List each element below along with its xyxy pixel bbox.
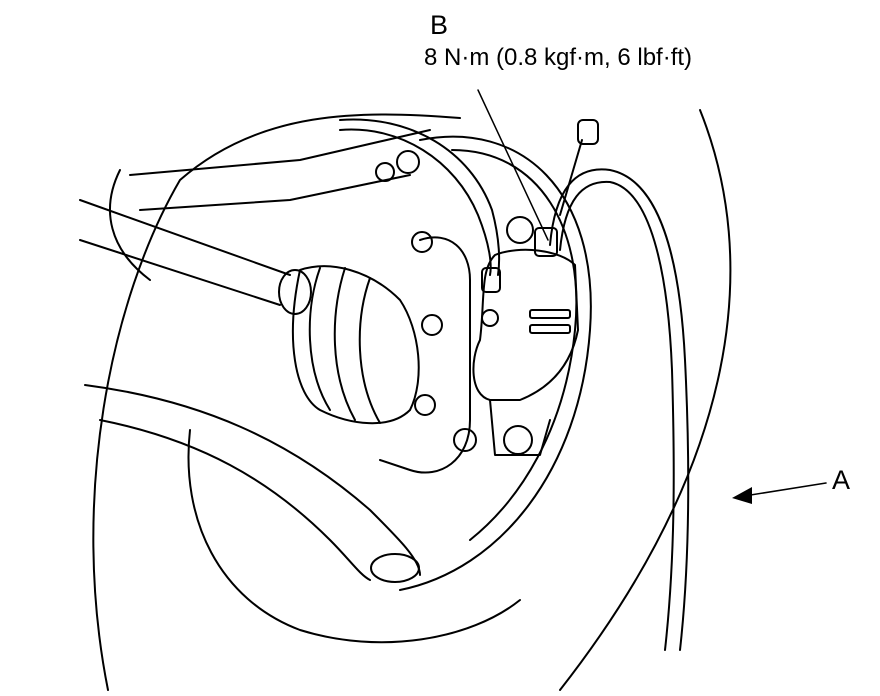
brake-hose-inner [339,118,501,276]
upper-bolt-2 [375,162,395,182]
tire-outer-outline [559,109,732,691]
callout-a-letter: A [832,465,851,495]
cv-boot [291,265,420,425]
shaft-end-cap [278,269,312,315]
bleeder-cap-line [559,139,583,216]
knuckle-body [379,236,471,474]
arrowhead-a [732,487,752,504]
cv-boot-rib-2 [333,267,356,421]
frame-left [109,169,151,281]
upper-bolt [396,150,420,174]
drive-shaft-bottom [79,239,281,306]
caliper-slot-1 [529,309,571,319]
knuckle-bolt-3 [414,394,436,416]
knuckle-bolt-4 [453,428,477,452]
hose-fitting [481,267,501,293]
ball-joint [370,553,420,583]
leader-b [477,89,549,241]
caliper-slot-2 [529,324,571,334]
lower-arm-top [84,384,421,576]
drive-shaft-top [79,199,291,276]
bleeder-screw [534,227,558,257]
callout-b-letter: B [430,10,449,40]
cv-boot-rib-1 [308,267,331,411]
leader-a [737,482,827,498]
lower-arm-bottom [99,419,371,581]
brake-hose [339,128,492,276]
wheel-arch-outline [92,113,461,691]
caliper-bracket [489,399,551,456]
upper-arm-lower-edge [139,174,411,211]
knuckle-bolt-1 [411,231,433,253]
disc-rim-inner [451,149,578,541]
disc-rim [399,135,592,591]
callout-b-torque-spec: 8 N·m (0.8 kgf·m, 6 lbf·ft) [424,44,693,71]
caliper-bolt-lower [503,425,533,455]
tire-inner-outline [187,429,521,644]
bleed-tube-inner [559,180,675,651]
caliper-bolt-upper [506,216,534,244]
knuckle-bolt-2 [421,314,443,336]
cv-boot-rib-3 [358,277,381,424]
bleeder-cap [577,119,599,145]
caliper-pin [481,309,499,327]
bleed-tube-outer [549,168,690,651]
upper-arm [129,129,431,176]
